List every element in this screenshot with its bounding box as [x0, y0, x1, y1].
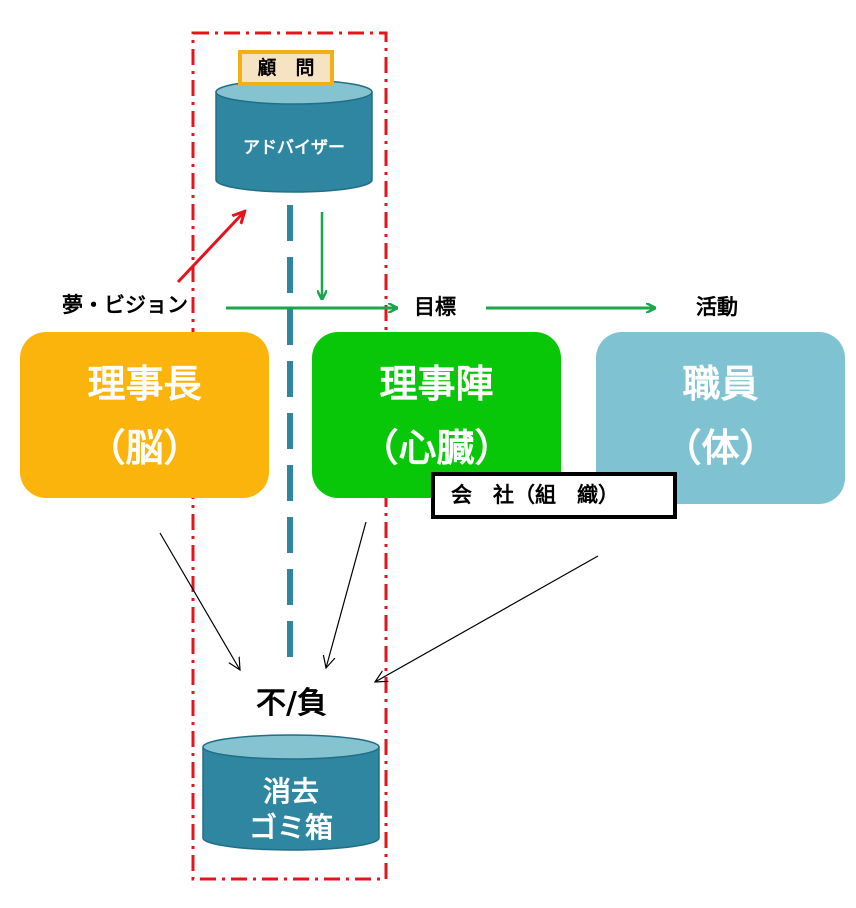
staff-title: 職員 — [682, 362, 759, 406]
advisor-tag: 顧 問 — [238, 50, 334, 86]
chairman-to-negative-arrow — [159, 532, 240, 670]
staff-to-negative-arrow — [375, 555, 599, 682]
advisor-tag-text: 顧 問 — [257, 57, 315, 79]
chairman-box: 理事長 （脳） — [20, 332, 269, 498]
chairman-title: 理事長 — [87, 362, 202, 406]
board-box: 理事陣 （心臓） — [312, 332, 561, 498]
company-label: 会 社（組 織） — [431, 472, 677, 519]
trash-line1: 消去 — [262, 775, 319, 808]
vision-label: 夢・ビジョン — [62, 293, 188, 317]
negative-label: 不/負 — [256, 686, 327, 721]
staff-sub: （体） — [663, 426, 778, 470]
trash-line2: ゴミ箱 — [248, 811, 333, 844]
board-sub: （心臓） — [360, 426, 513, 470]
goal-label: 目標 — [414, 295, 456, 319]
company-label-text: 会 社（組 織） — [451, 483, 619, 507]
activity-label: 活動 — [696, 295, 738, 319]
board-to-negative-arrow — [326, 521, 367, 668]
advisor-cylinder — [215, 79, 373, 193]
chairman-sub: （脳） — [87, 426, 202, 470]
advisor-name: アドバイザー — [243, 138, 345, 158]
trash-cylinder — [202, 734, 380, 851]
board-title: 理事陣 — [379, 362, 494, 406]
vision-to-advisor-arrow — [176, 212, 244, 284]
